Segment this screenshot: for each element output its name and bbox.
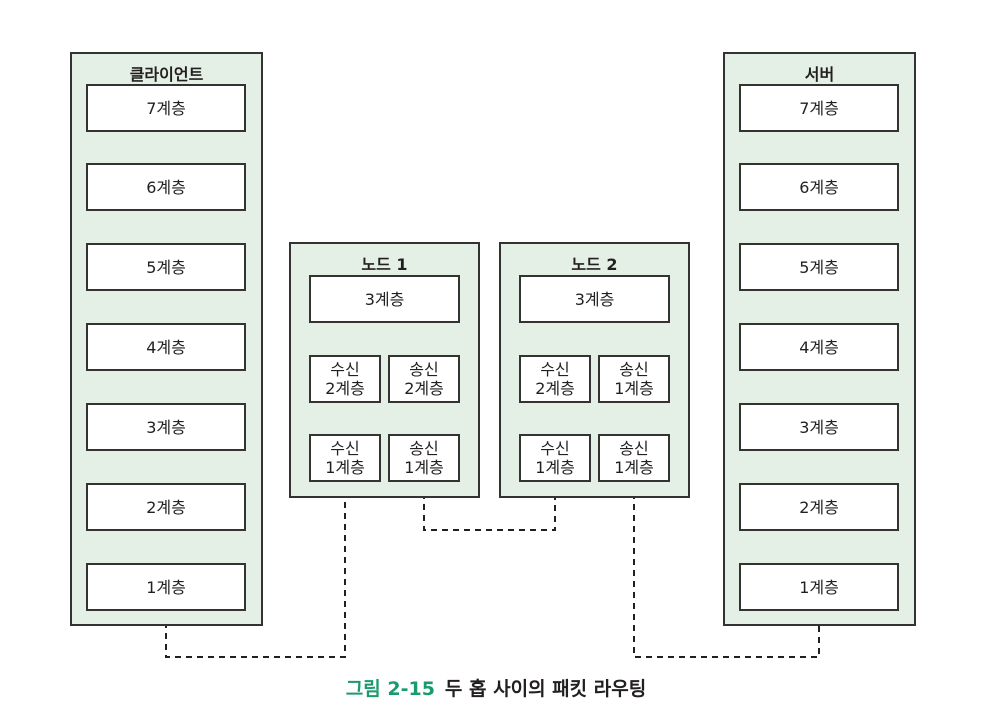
- node2-layer-3: 3계층: [519, 275, 670, 323]
- node2-receive-layer-1: 수신 1계층: [519, 434, 591, 482]
- server-layer-5: 5계층: [739, 243, 899, 291]
- node1-send-layer-1-line1: 송신: [409, 439, 439, 458]
- node2-title: 노드 2: [571, 255, 618, 274]
- node1-send-layer-2-line2: 2계층: [404, 379, 444, 398]
- server-layer-1: 1계층: [739, 563, 899, 611]
- node2-send-layer-1: 송신 1계층: [598, 434, 670, 482]
- node2-send-layer-1-line2: 1계층: [614, 458, 654, 477]
- node1-layer-3: 3계층: [309, 275, 460, 323]
- figure-number: 그림 2-15: [345, 678, 435, 700]
- node2-send-layer-1-upper-line1: 송신: [619, 360, 649, 379]
- node1-send-layer-2: 송신 2계층: [388, 355, 460, 403]
- node1-receive-layer-1-line1: 수신: [330, 439, 360, 458]
- node1-send-layer-2-line1: 송신: [409, 360, 439, 379]
- client-layer-2: 2계층: [86, 483, 246, 531]
- server-layer-6: 6계층: [739, 163, 899, 211]
- link-node2-to-server: [633, 482, 824, 658]
- server-layer-7: 7계층: [739, 84, 899, 132]
- client-layer-1: 1계층: [86, 563, 246, 611]
- node1-send-layer-1-line2: 1계층: [404, 458, 444, 477]
- node1-receive-layer-1: 수신 1계층: [309, 434, 381, 482]
- server-layer-3: 3계층: [739, 403, 899, 451]
- client-layer-3: 3계층: [86, 403, 246, 451]
- node2-receive-layer-1-line2: 1계층: [535, 458, 575, 477]
- node1-receive-layer-2-line1: 수신: [330, 360, 360, 379]
- node1-receive-layer-2-line2: 2계층: [325, 379, 365, 398]
- node2-receive-layer-2-line2: 2계층: [535, 379, 575, 398]
- node1-receive-layer-2: 수신 2계층: [309, 355, 381, 403]
- link-node1-to-node2: [423, 481, 560, 531]
- server-layer-4: 4계층: [739, 323, 899, 371]
- server-title: 서버: [804, 65, 835, 84]
- client-title: 클라이언트: [129, 65, 204, 84]
- node2-send-layer-1-upper: 송신 1계층: [598, 355, 670, 403]
- client-layer-4: 4계층: [86, 323, 246, 371]
- figure-caption: 그림 2-15 두 홉 사이의 패킷 라우팅: [0, 674, 992, 701]
- node2-send-layer-1-upper-line2: 1계층: [614, 379, 654, 398]
- node1-title: 노드 1: [361, 255, 408, 274]
- figure-title: 두 홉 사이의 패킷 라우팅: [444, 678, 647, 700]
- server-layer-2: 2계층: [739, 483, 899, 531]
- node1-send-layer-1: 송신 1계층: [388, 434, 460, 482]
- node2-receive-layer-2-line1: 수신: [540, 360, 570, 379]
- node2-send-layer-1-line1: 송신: [619, 439, 649, 458]
- node2-receive-layer-1-line1: 수신: [540, 439, 570, 458]
- link-client-to-node1: [165, 481, 350, 658]
- client-layer-5: 5계층: [86, 243, 246, 291]
- client-layer-6: 6계층: [86, 163, 246, 211]
- client-layer-7: 7계층: [86, 84, 246, 132]
- node1-receive-layer-1-line2: 1계층: [325, 458, 365, 477]
- node2-receive-layer-2: 수신 2계층: [519, 355, 591, 403]
